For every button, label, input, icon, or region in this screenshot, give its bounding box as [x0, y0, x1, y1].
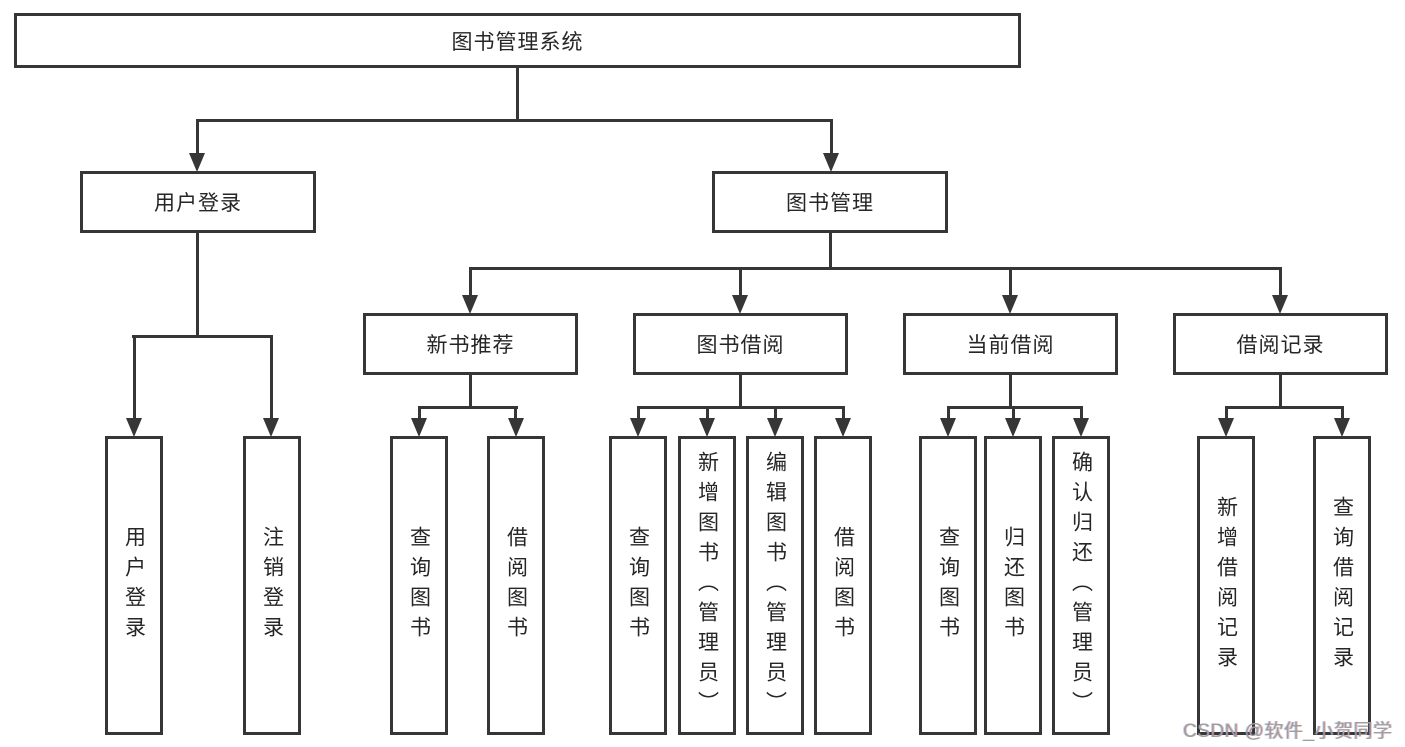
- leaf-logout: 注销登录: [243, 436, 301, 735]
- connector-drop-leaf: [774, 406, 777, 419]
- arrowhead-icon: [1002, 295, 1018, 314]
- arrowhead-icon: [823, 153, 839, 172]
- connector-drop-branch: [469, 267, 472, 296]
- connector-drop-leaf: [418, 406, 421, 419]
- csdn-watermark: CSDN @软件_小贺同学: [1183, 721, 1393, 742]
- connector-current-borrow-stem: [1009, 373, 1012, 409]
- connector-current-borrow-bar: [947, 406, 1083, 409]
- connector-drop-leaf: [706, 406, 709, 419]
- arrowhead-icon: [263, 418, 279, 437]
- arrowhead-icon: [630, 418, 646, 437]
- leaf-edit-books-admin: 编辑图书（管理员）: [746, 436, 804, 735]
- connector-drop-branch: [1009, 267, 1012, 296]
- node-borrowing-records: 借阅记录: [1173, 313, 1388, 375]
- connector-book-management-bar: [469, 267, 1281, 270]
- connector-borrow-records-bar: [1225, 406, 1344, 409]
- connector-drop-leaf: [637, 406, 640, 419]
- connector-user-login-bar: [132, 335, 273, 338]
- leaf-query-books-1: 查询图书: [390, 436, 448, 735]
- connector-borrow-records-stem: [1279, 373, 1282, 409]
- node-book-management: 图书管理: [712, 171, 948, 233]
- arrowhead-icon: [767, 418, 783, 437]
- arrowhead-icon: [1334, 418, 1350, 437]
- connector-drop-leaf: [133, 335, 136, 419]
- connector-drop-branch: [1279, 267, 1282, 296]
- arrowhead-icon: [462, 295, 478, 314]
- connector-book-borrow-stem: [739, 373, 742, 409]
- connector-book-borrow-bar: [637, 406, 845, 409]
- leaf-query-books-3: 查询图书: [919, 436, 977, 735]
- arrowhead-icon: [411, 418, 427, 437]
- arrowhead-icon: [126, 418, 142, 437]
- connector-drop-leaf: [1080, 406, 1083, 419]
- leaf-query-books-2: 查询图书: [609, 436, 667, 735]
- connector-drop-branch: [739, 267, 742, 296]
- connector-drop-leaf: [947, 406, 950, 419]
- arrowhead-icon: [1073, 418, 1089, 437]
- arrowhead-icon: [940, 418, 956, 437]
- connector-root-bar: [196, 119, 832, 122]
- connector-drop-leaf: [1012, 406, 1015, 419]
- leaf-return-books: 归还图书: [984, 436, 1042, 735]
- leaf-user-login: 用户登录: [105, 436, 163, 735]
- leaf-borrow-books-1: 借阅图书: [487, 436, 545, 735]
- connector-root-stem: [516, 66, 519, 120]
- leaf-query-borrow-record: 查询借阅记录: [1313, 436, 1371, 735]
- node-new-book-recommendation: 新书推荐: [363, 313, 578, 375]
- leaf-borrow-books-2: 借阅图书: [814, 436, 872, 735]
- connector-drop-user-login: [196, 119, 199, 155]
- connector-new-book-bar: [418, 406, 518, 409]
- connector-drop-leaf: [842, 406, 845, 419]
- leaf-add-books-admin: 新增图书（管理员）: [678, 436, 736, 735]
- connector-book-management-stem: [829, 231, 832, 269]
- arrowhead-icon: [1005, 418, 1021, 437]
- connector-drop-leaf: [1225, 406, 1228, 419]
- arrowhead-icon: [189, 153, 205, 172]
- connector-user-login-stem: [196, 231, 199, 337]
- node-user-login: 用户登录: [80, 171, 316, 233]
- leaf-confirm-return-admin: 确认归还（管理员）: [1052, 436, 1110, 735]
- connector-new-book-stem: [469, 373, 472, 409]
- arrowhead-icon: [732, 295, 748, 314]
- node-library-management-system: 图书管理系统: [14, 13, 1021, 68]
- connector-drop-leaf: [1341, 406, 1344, 419]
- connector-drop-book-management: [830, 119, 833, 155]
- connector-drop-leaf: [514, 406, 517, 419]
- arrowhead-icon: [1218, 418, 1234, 437]
- arrowhead-icon: [699, 418, 715, 437]
- leaf-add-borrow-record: 新增借阅记录: [1197, 436, 1255, 735]
- arrowhead-icon: [835, 418, 851, 437]
- arrowhead-icon: [1272, 295, 1288, 314]
- node-book-borrowing: 图书借阅: [633, 313, 848, 375]
- arrowhead-icon: [508, 418, 524, 437]
- connector-drop-leaf: [270, 335, 273, 419]
- node-current-borrowing: 当前借阅: [903, 313, 1118, 375]
